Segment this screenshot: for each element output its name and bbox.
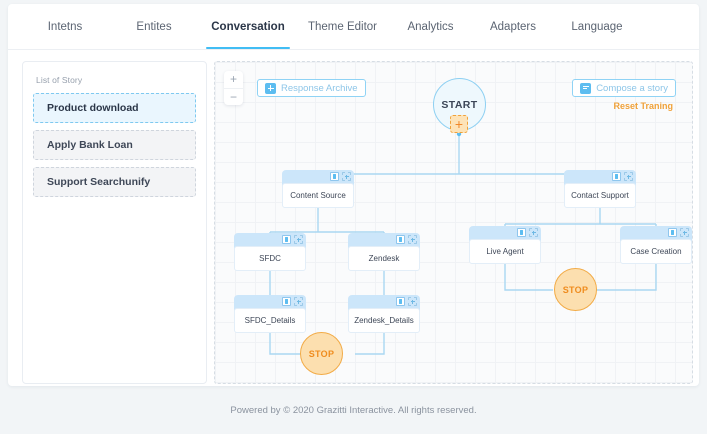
tab-adapters[interactable]: Adapters <box>472 4 554 49</box>
main-card: Intetns Entites Conversation Theme Edito… <box>8 4 699 386</box>
flow-node-label: Zendesk_Details <box>348 308 420 333</box>
tab-intents[interactable]: Intetns <box>22 4 108 49</box>
tab-label: Adapters <box>489 20 537 33</box>
flow-node-case-creation[interactable]: Case Creation <box>620 226 692 264</box>
flow-node-label: Case Creation <box>620 239 692 264</box>
flow-node-label: SFDC <box>234 246 306 271</box>
tab-label: Analytics <box>407 20 454 33</box>
tab-label: Theme Editor <box>307 20 378 33</box>
start-add-node-button[interactable]: + <box>450 115 468 133</box>
node-tools <box>668 228 689 237</box>
node-tools <box>612 172 633 181</box>
flow-node-zendesk-details[interactable]: Zendesk_Details <box>348 295 420 333</box>
stop-node-right[interactable]: STOP <box>554 268 597 311</box>
zoom-in-button[interactable]: + <box>224 71 243 89</box>
flow-canvas[interactable]: + − Response Archive Compose a story Res… <box>214 61 693 384</box>
flow-node-content-source[interactable]: Content Source <box>282 170 354 208</box>
node-tools <box>396 235 417 244</box>
story-item-label: Support Searchunify <box>47 176 151 188</box>
flow-node-sfdc-details[interactable]: SFDC_Details <box>234 295 306 333</box>
node-tools <box>396 297 417 306</box>
tab-language[interactable]: Language <box>554 4 640 49</box>
flow-node-zendesk[interactable]: Zendesk <box>348 233 420 271</box>
add-node-icon[interactable] <box>529 228 538 237</box>
flow-node-label: Content Source <box>282 183 354 208</box>
add-node-icon[interactable] <box>342 172 351 181</box>
compose-story-label: Compose a story <box>596 82 668 94</box>
tab-entities[interactable]: Entites <box>108 4 200 49</box>
story-item-support-searchunify[interactable]: Support Searchunify <box>33 167 196 197</box>
copy-icon[interactable] <box>282 297 291 306</box>
flow-node-sfdc[interactable]: SFDC <box>234 233 306 271</box>
copy-icon[interactable] <box>330 172 339 181</box>
stop-node-label: STOP <box>308 348 335 359</box>
node-tools <box>330 172 351 181</box>
story-list-title: List of Story <box>36 75 83 85</box>
tab-conversation[interactable]: Conversation <box>200 4 296 49</box>
tab-analytics[interactable]: Analytics <box>389 4 472 49</box>
tab-label: Language <box>571 20 623 33</box>
reset-training-link[interactable]: Reset Traning <box>613 101 673 111</box>
add-node-icon[interactable] <box>294 235 303 244</box>
story-item-apply-bank-loan[interactable]: Apply Bank Loan <box>33 130 196 160</box>
copy-icon[interactable] <box>612 172 621 181</box>
copy-icon[interactable] <box>282 235 291 244</box>
add-node-icon[interactable] <box>294 297 303 306</box>
footer: Powered by © 2020 Grazitti Interactive. … <box>0 386 707 434</box>
compose-story-button[interactable]: Compose a story <box>572 79 676 97</box>
copy-icon[interactable] <box>396 235 405 244</box>
copy-icon[interactable] <box>517 228 526 237</box>
tab-label: Conversation <box>211 20 285 33</box>
response-archive-button[interactable]: Response Archive <box>257 79 366 97</box>
story-item-label: Apply Bank Loan <box>47 139 133 151</box>
chat-icon <box>580 82 592 94</box>
footer-text: Powered by © 2020 Grazitti Interactive. … <box>230 404 477 416</box>
tab-bar: Intetns Entites Conversation Theme Edito… <box>8 4 699 50</box>
flow-node-label: SFDC_Details <box>234 308 306 333</box>
add-node-icon[interactable] <box>408 235 417 244</box>
story-item-label: Product download <box>47 102 139 114</box>
zoom-controls: + − <box>224 71 243 105</box>
zoom-out-button[interactable]: − <box>229 89 237 104</box>
stop-node-left[interactable]: STOP <box>300 332 343 375</box>
tab-label: Intetns <box>47 20 83 33</box>
flow-node-contact-support[interactable]: Contact Support <box>564 170 636 208</box>
add-node-icon[interactable] <box>624 172 633 181</box>
response-archive-label: Response Archive <box>281 82 358 94</box>
copy-icon[interactable] <box>396 297 405 306</box>
tab-theme-editor[interactable]: Theme Editor <box>296 4 389 49</box>
start-node-label: START <box>441 98 478 111</box>
node-tools <box>282 235 303 244</box>
flow-node-label: Zendesk <box>348 246 420 271</box>
story-item-product-download[interactable]: Product download <box>33 93 196 123</box>
copy-icon[interactable] <box>668 228 677 237</box>
add-node-icon[interactable] <box>408 297 417 306</box>
tab-label: Entites <box>136 20 172 33</box>
add-node-icon[interactable] <box>680 228 689 237</box>
story-list-panel: List of Story Product download Apply Ban… <box>22 61 207 384</box>
flow-node-live-agent[interactable]: Live Agent <box>469 226 541 264</box>
plus-square-icon <box>265 82 276 94</box>
node-tools <box>517 228 538 237</box>
node-tools <box>282 297 303 306</box>
stop-node-label: STOP <box>562 284 589 295</box>
flow-node-label: Live Agent <box>469 239 541 264</box>
flow-node-label: Contact Support <box>564 183 636 208</box>
